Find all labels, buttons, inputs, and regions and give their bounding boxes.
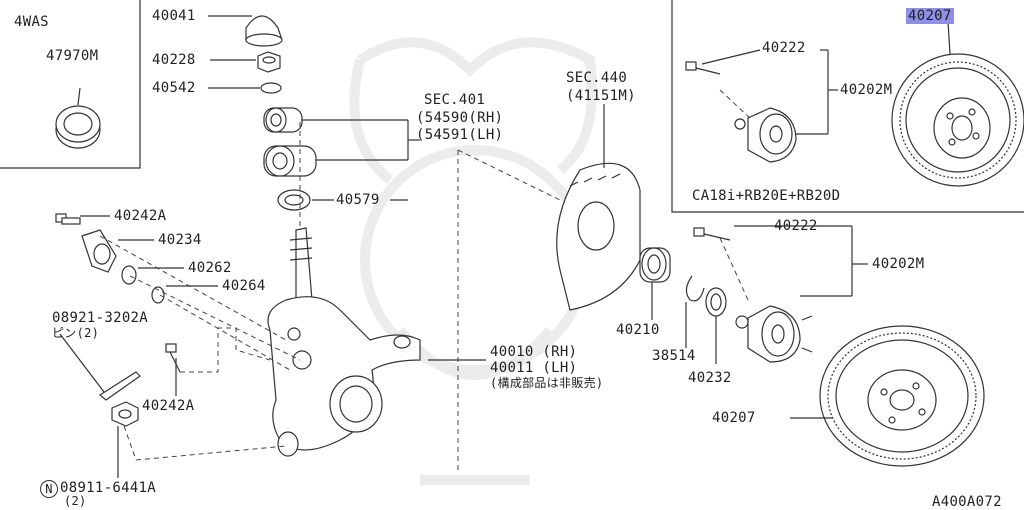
spacer-40262 [121, 265, 184, 285]
wheel-bearing-40210 [639, 247, 671, 320]
label-40579: 40579 [336, 192, 380, 208]
label-40202M-main: 40202M [872, 256, 925, 272]
grease-cap-40041 [208, 15, 283, 47]
label-40234: 40234 [158, 232, 202, 248]
label-40228: 40228 [152, 52, 196, 68]
label-40207-main: 40207 [712, 410, 756, 426]
label-pin-2: ピン(2) [52, 326, 100, 340]
backing-plate [556, 104, 641, 311]
label-sec401-rh: (54590(RH) [416, 110, 504, 126]
bolt-40242A-top [55, 213, 110, 225]
label-08921: 08921-3202A [52, 310, 149, 326]
hub-40202M-main [693, 227, 813, 363]
label-40542: 40542 [152, 80, 196, 96]
sensor-ring-47970M [55, 87, 101, 149]
label-08911: 08911-6441A [60, 480, 157, 496]
label-40202M-inset: 40202M [840, 82, 893, 98]
sec401-bracket [302, 119, 420, 201]
rotor-40207-main [790, 325, 985, 467]
label-40041: 40041 [152, 8, 196, 24]
flange-40234 [81, 229, 154, 273]
label-40210: 40210 [616, 322, 660, 338]
label-40242A-bottom: 40242A [142, 398, 195, 414]
label-40264: 40264 [222, 278, 266, 294]
label-40242A-top: 40242A [114, 208, 167, 224]
grease-seal-40579 [277, 189, 334, 211]
diagram-id: A400A072 [932, 494, 1002, 510]
cotter-pin [59, 333, 141, 401]
nut-n-badge: N [40, 480, 58, 498]
washer-40542 [208, 82, 282, 94]
label-40222-main: 40222 [774, 218, 818, 234]
label-40207-inset-highlighted[interactable]: 40207 [906, 8, 954, 24]
label-40010: 40010 (RH) [490, 344, 578, 360]
label-sec440-code: (41151M) [566, 88, 636, 104]
label-sec401-lh: (54591(LH) [416, 127, 504, 143]
label-38514: 38514 [652, 348, 696, 364]
label-sec401-title: SEC.401 [424, 92, 486, 108]
label-note-not-sold: (構成部品は非販売) [490, 376, 604, 390]
hub-bracket-inset [796, 49, 838, 135]
dashed-leaders [99, 89, 753, 470]
nut-40228 [210, 51, 281, 73]
nut-08911 [111, 401, 139, 478]
label-40222-inset: 40222 [762, 40, 806, 56]
hub-bracket-main [734, 225, 868, 297]
label-40232: 40232 [688, 370, 732, 386]
label-qty-2: (2) [64, 494, 87, 508]
washer-40264 [151, 285, 218, 304]
rotor-40207-inset [891, 21, 1024, 187]
inset-4was-title: 4WAS [14, 14, 49, 30]
label-47970M: 47970M [46, 48, 99, 64]
hub-40202M-inset [685, 49, 797, 163]
label-40011: 40011 (LH) [490, 360, 578, 376]
snap-ring-38514 [685, 275, 705, 348]
inner-bearing [263, 145, 317, 177]
seal-40232 [705, 287, 727, 364]
inset-ca18-caption: CA18i+RB20E+RB20D [692, 188, 841, 204]
bolt-40242A-bottom [165, 343, 181, 396]
label-sec440-title: SEC.440 [566, 70, 628, 86]
label-40262: 40262 [188, 260, 232, 276]
inset-ca18-border [671, 0, 1024, 213]
steering-knuckle [267, 227, 486, 457]
outer-bearing [263, 107, 303, 133]
inset-4was-border [0, 0, 141, 169]
